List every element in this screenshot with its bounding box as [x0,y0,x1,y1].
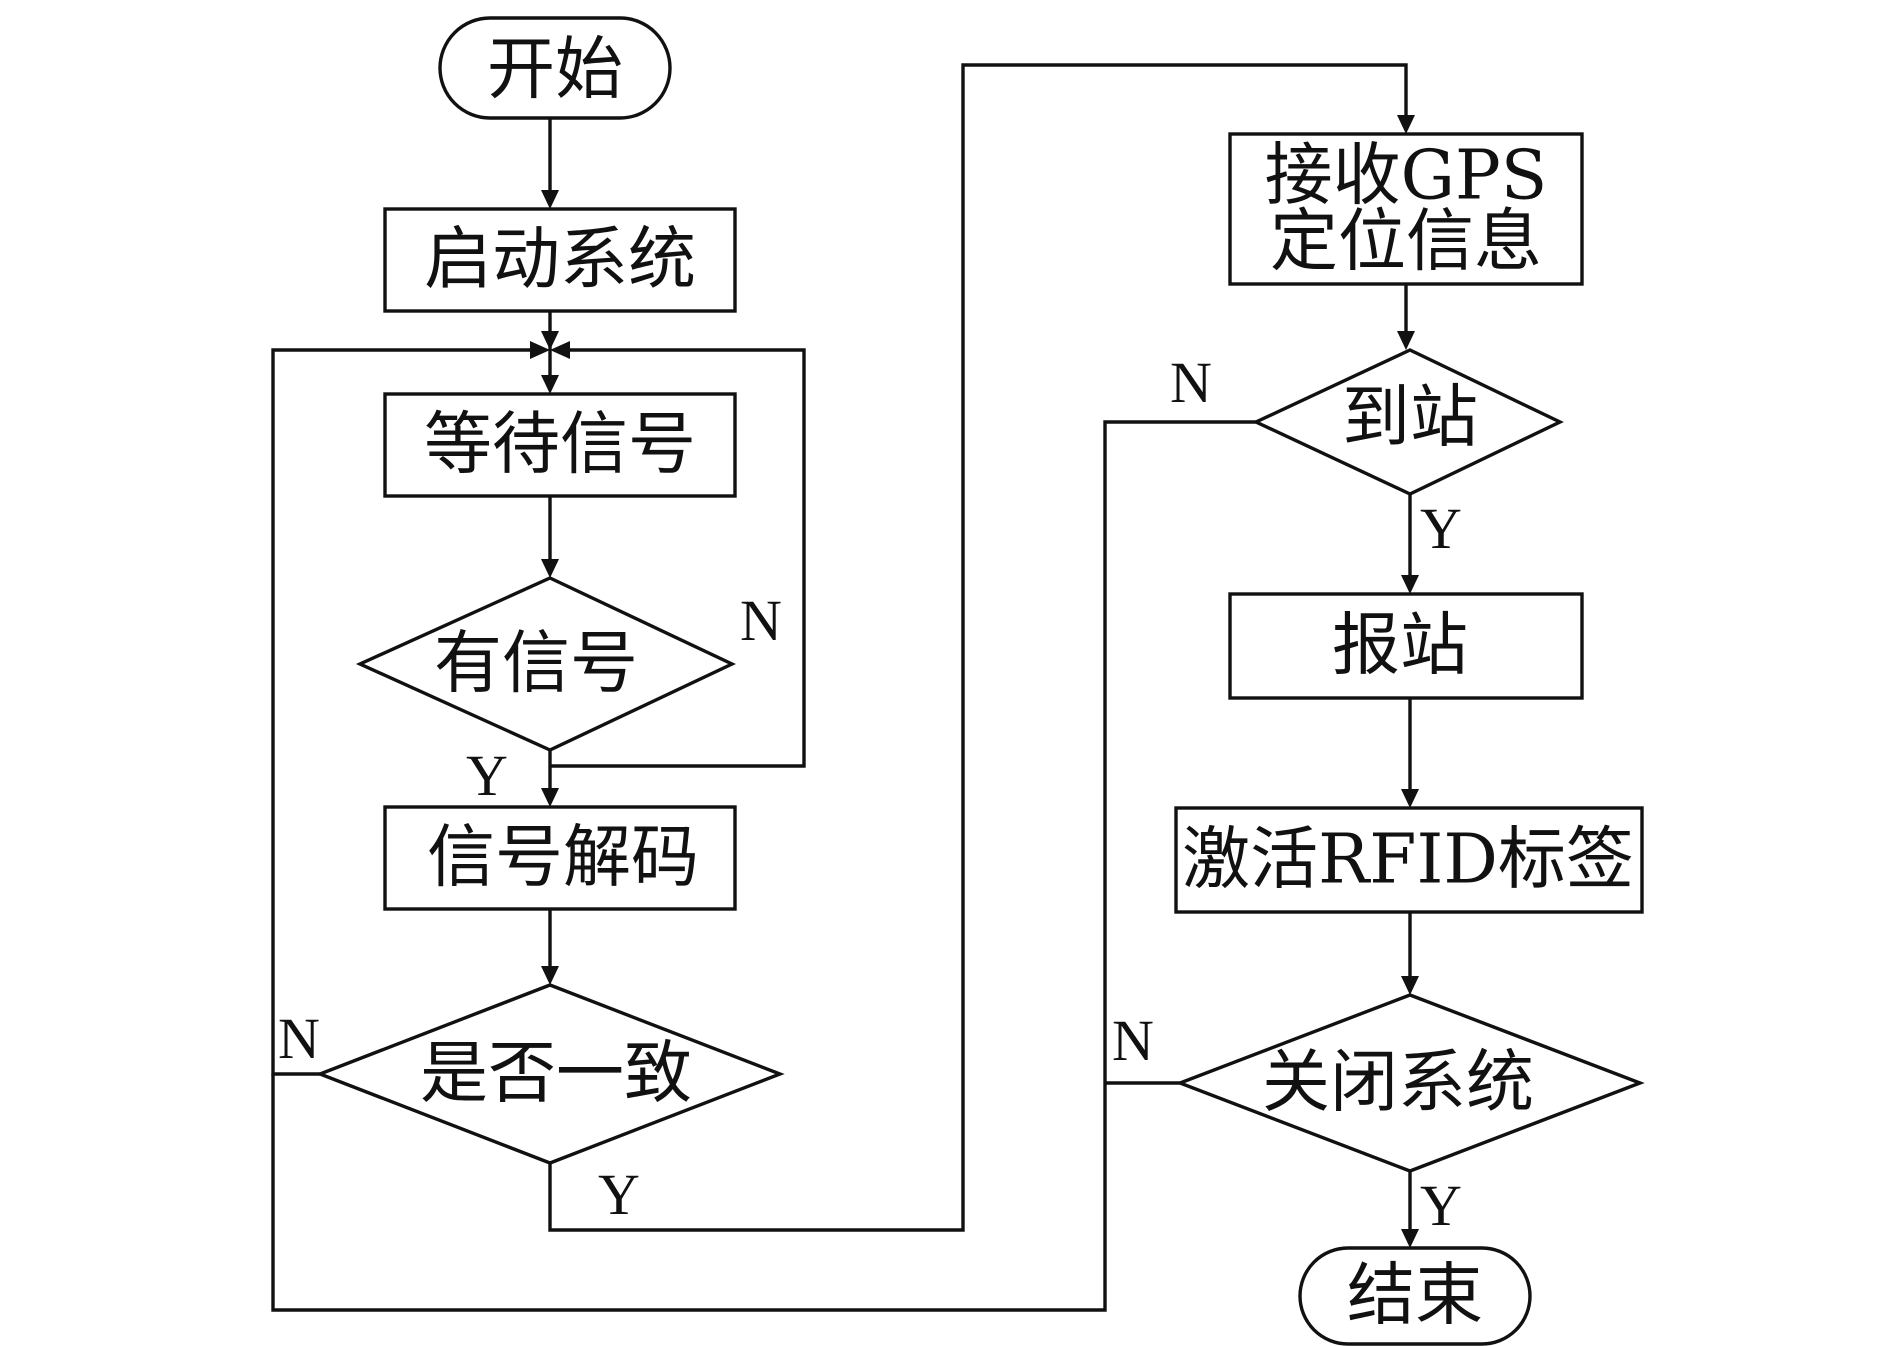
end-label: 结束 [1347,1257,1483,1336]
end-terminal [1298,1246,1532,1346]
start-system-box [383,207,737,313]
arrowhead-into-merge-from-top [541,331,559,350]
edge-consistent-yes-to-gps [548,63,1408,1232]
has-signal-no-label: N [740,588,782,653]
wait-signal-label: 等待信号 [424,406,696,485]
arrowhead-to-arrive-station [1397,331,1415,350]
arrowhead-to-wait-signal [541,375,559,394]
receive-gps-label-line2: 定位信息 [1270,203,1542,282]
arrowhead-to-decode [541,788,559,807]
announce-station-label: 报站 [1332,607,1468,686]
arrowhead-into-merge-from-left [530,341,550,359]
arrowhead-to-activate-rfid [1401,789,1419,808]
arrowhead-into-merge-from-right [550,341,570,359]
has-signal-label: 有信号 [434,625,638,704]
close-no-label: N [1112,1008,1154,1073]
activate-rfid-label: 激活RFID标签 [1182,821,1634,900]
decode-signal-label: 信号解码 [427,819,699,898]
arrowhead-to-receive-gps [1397,115,1415,134]
consistent-no-label: N [278,1006,320,1071]
edge-arrive-no-loop [271,420,1256,1312]
arrowhead-to-has-signal [541,559,559,578]
start-terminal [438,16,672,120]
edge-hassignal-no-loop [550,348,806,768]
close-yes-label: Y [1420,1173,1462,1238]
arrowhead-to-consistent [541,966,559,985]
arrive-station-label: 到站 [1342,379,1478,458]
announce-station-box [1228,592,1584,700]
decode-signal-box [383,805,737,911]
arrowhead-to-end [1401,1229,1419,1248]
arrive-no-label: N [1170,350,1212,415]
receive-gps-label-line1: 接收GPS [1265,137,1548,216]
start-system-label: 启动系统 [424,221,696,300]
arrowhead-start-to-startsystem [541,190,559,209]
close-system-label: 关闭系统 [1262,1044,1534,1123]
consistent-label: 是否一致 [420,1035,692,1114]
edge-consistent-no-loop [271,348,530,1076]
start-label: 开始 [487,31,623,110]
has-signal-yes-label: Y [466,743,508,808]
arrowhead-to-close-system [1401,976,1419,995]
arrive-yes-label: Y [1420,496,1462,561]
activate-rfid-box [1174,806,1644,914]
arrowhead-to-announce [1401,575,1419,594]
consistent-yes-label: Y [598,1162,640,1227]
wait-signal-box [383,392,737,498]
